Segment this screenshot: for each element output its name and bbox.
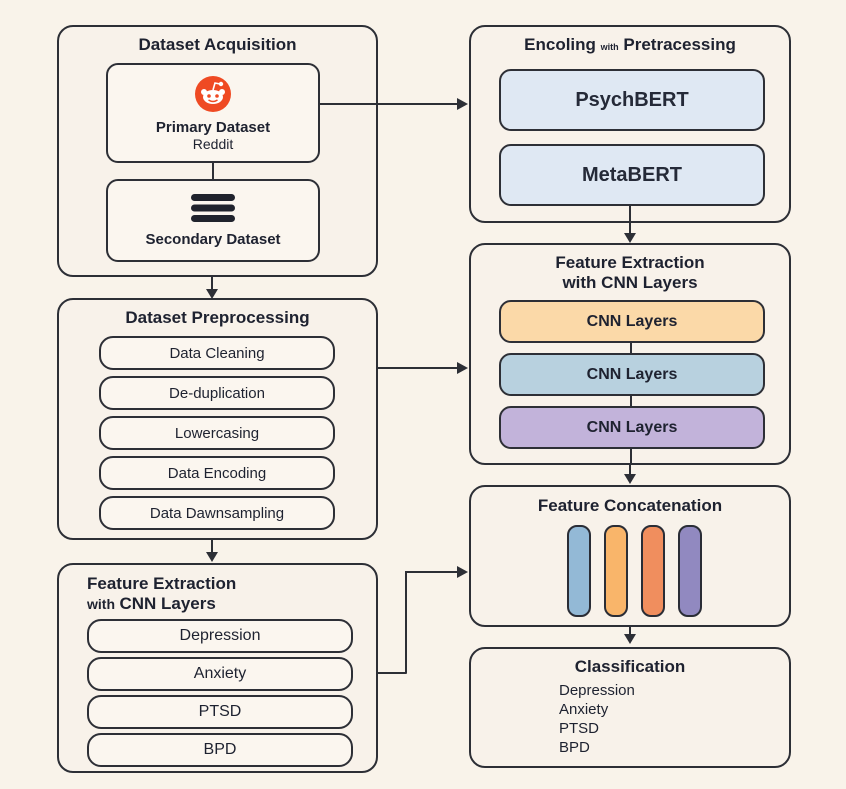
dataset-preprocessing-box: Dataset Preprocessing Data Cleaning De-d… — [57, 298, 378, 540]
classes-to-concat-arrowhead — [457, 566, 468, 578]
cnn-to-concat-line — [629, 465, 631, 475]
reddit-icon — [195, 75, 231, 112]
step-data-encoding: Data Encoding — [99, 456, 335, 490]
cnn-to-concat-arrowhead — [624, 474, 636, 484]
cnn-feature-extraction-box: Feature Extraction with CNN Layers CNN L… — [469, 243, 791, 465]
secondary-dataset-label: Secondary Dataset — [145, 231, 281, 248]
classes-to-concat-line-h2 — [405, 571, 458, 573]
secondary-dataset-card: Secondary Dataset — [106, 179, 320, 262]
blue-feature-bar — [567, 525, 591, 617]
cnn-layer-1-label: CNN Layers — [586, 312, 678, 330]
preprocessing-to-classes-arrowhead — [206, 552, 218, 562]
metabert-card: MetaBERT — [499, 144, 765, 206]
primary-dataset-card: Primary Dataset Reddit — [106, 63, 320, 163]
cnn-feature-title-line2: with CNN Layers — [562, 273, 698, 292]
step-data-cleaning: Data Cleaning — [99, 336, 335, 370]
primary-dataset-label: Primary Dataset — [155, 118, 271, 136]
orange-feature-bar — [641, 525, 665, 617]
concat-to-classification-arrowhead — [624, 634, 636, 644]
dataset-acquisition-box: Dataset Acquisition Primary Dataset Redd… — [57, 25, 378, 277]
classification-list: Depression Anxiety PTSD BPD — [559, 681, 635, 757]
encoding-to-cnn-arrowhead — [624, 233, 636, 243]
classification-box: Classification Depression Anxiety PTSD B… — [469, 647, 791, 768]
classification-bpd: BPD — [559, 739, 590, 756]
step-data-downsampling: Data Dawnsampling — [99, 496, 335, 530]
dataset-acquisition-title: Dataset Acquisition — [138, 35, 297, 54]
cnn-layer-3-label: CNN Layers — [586, 418, 678, 436]
preprocessing-to-cnn-line — [378, 367, 458, 369]
cnn-layer-2-label: CNN Layers — [586, 365, 678, 383]
preprocessing-to-cnn-arrowhead — [457, 362, 468, 374]
yellow-feature-bar — [604, 525, 628, 617]
class-ptsd: PTSD — [87, 695, 353, 729]
purple-feature-bar — [678, 525, 702, 617]
class-feature-title-line2: with CNN Layers — [87, 594, 216, 614]
encoding-title-main: Encoling — [524, 35, 596, 54]
feature-concatenation-box: Feature Concatenation — [469, 485, 791, 627]
class-feature-title-small: with — [87, 596, 115, 612]
encoding-box: Encoling with Pretracessing PsychBERT Me… — [469, 25, 791, 223]
primary-dataset-source: Reddit — [192, 135, 234, 152]
classes-to-concat-line-v — [405, 571, 407, 674]
class-feature-extraction-box: Feature Extraction with CNN Layers Depre… — [57, 563, 378, 773]
metabert-to-cnn-line — [629, 204, 631, 234]
classes-to-concat-line-h1 — [378, 672, 406, 674]
acquisition-to-preprocessing-line — [211, 277, 213, 291]
database-stack-icon — [191, 194, 235, 222]
cnn-layer-2: CNN Layers — [499, 353, 765, 396]
psychbert-card: PsychBERT — [499, 69, 765, 131]
preprocessing-to-classes-line — [211, 540, 213, 554]
primary-secondary-connector — [212, 163, 214, 180]
encoding-title-small: with — [600, 42, 619, 52]
classification-ptsd: PTSD — [559, 720, 600, 737]
class-bpd: BPD — [87, 733, 353, 767]
step-lowercasing: Lowercasing — [99, 416, 335, 450]
classification-anxiety: Anxiety — [559, 701, 609, 718]
dataset-preprocessing-title: Dataset Preprocessing — [125, 308, 310, 327]
cnn-layer-connector — [630, 343, 632, 463]
cnn-layer-1: CNN Layers — [499, 300, 765, 343]
class-feature-title-bold: CNN Layers — [119, 594, 216, 613]
encoding-title-end: Pretracessing — [623, 35, 736, 54]
encoding-title: Encoling with Pretracessing — [471, 35, 789, 57]
acquisition-to-preprocessing-arrowhead — [206, 289, 218, 299]
metabert-label: MetaBERT — [581, 163, 682, 186]
psychbert-label: PsychBERT — [575, 88, 689, 111]
feature-concatenation-title: Feature Concatenation — [537, 496, 723, 515]
acquisition-to-encoding-arrowhead — [457, 98, 468, 110]
class-feature-title-line1: Feature Extraction — [87, 574, 237, 593]
class-anxiety: Anxiety — [87, 657, 353, 691]
classification-depression: Depression — [559, 682, 635, 699]
step-de-duplication: De-duplication — [99, 376, 335, 410]
cnn-feature-title-line1: Feature Extraction — [555, 253, 705, 272]
acquisition-to-encoding-line — [318, 103, 458, 105]
classification-title: Classification — [574, 657, 686, 676]
concat-to-classification-line — [629, 627, 631, 635]
cnn-layer-3: CNN Layers — [499, 406, 765, 449]
class-depression: Depression — [87, 619, 353, 653]
